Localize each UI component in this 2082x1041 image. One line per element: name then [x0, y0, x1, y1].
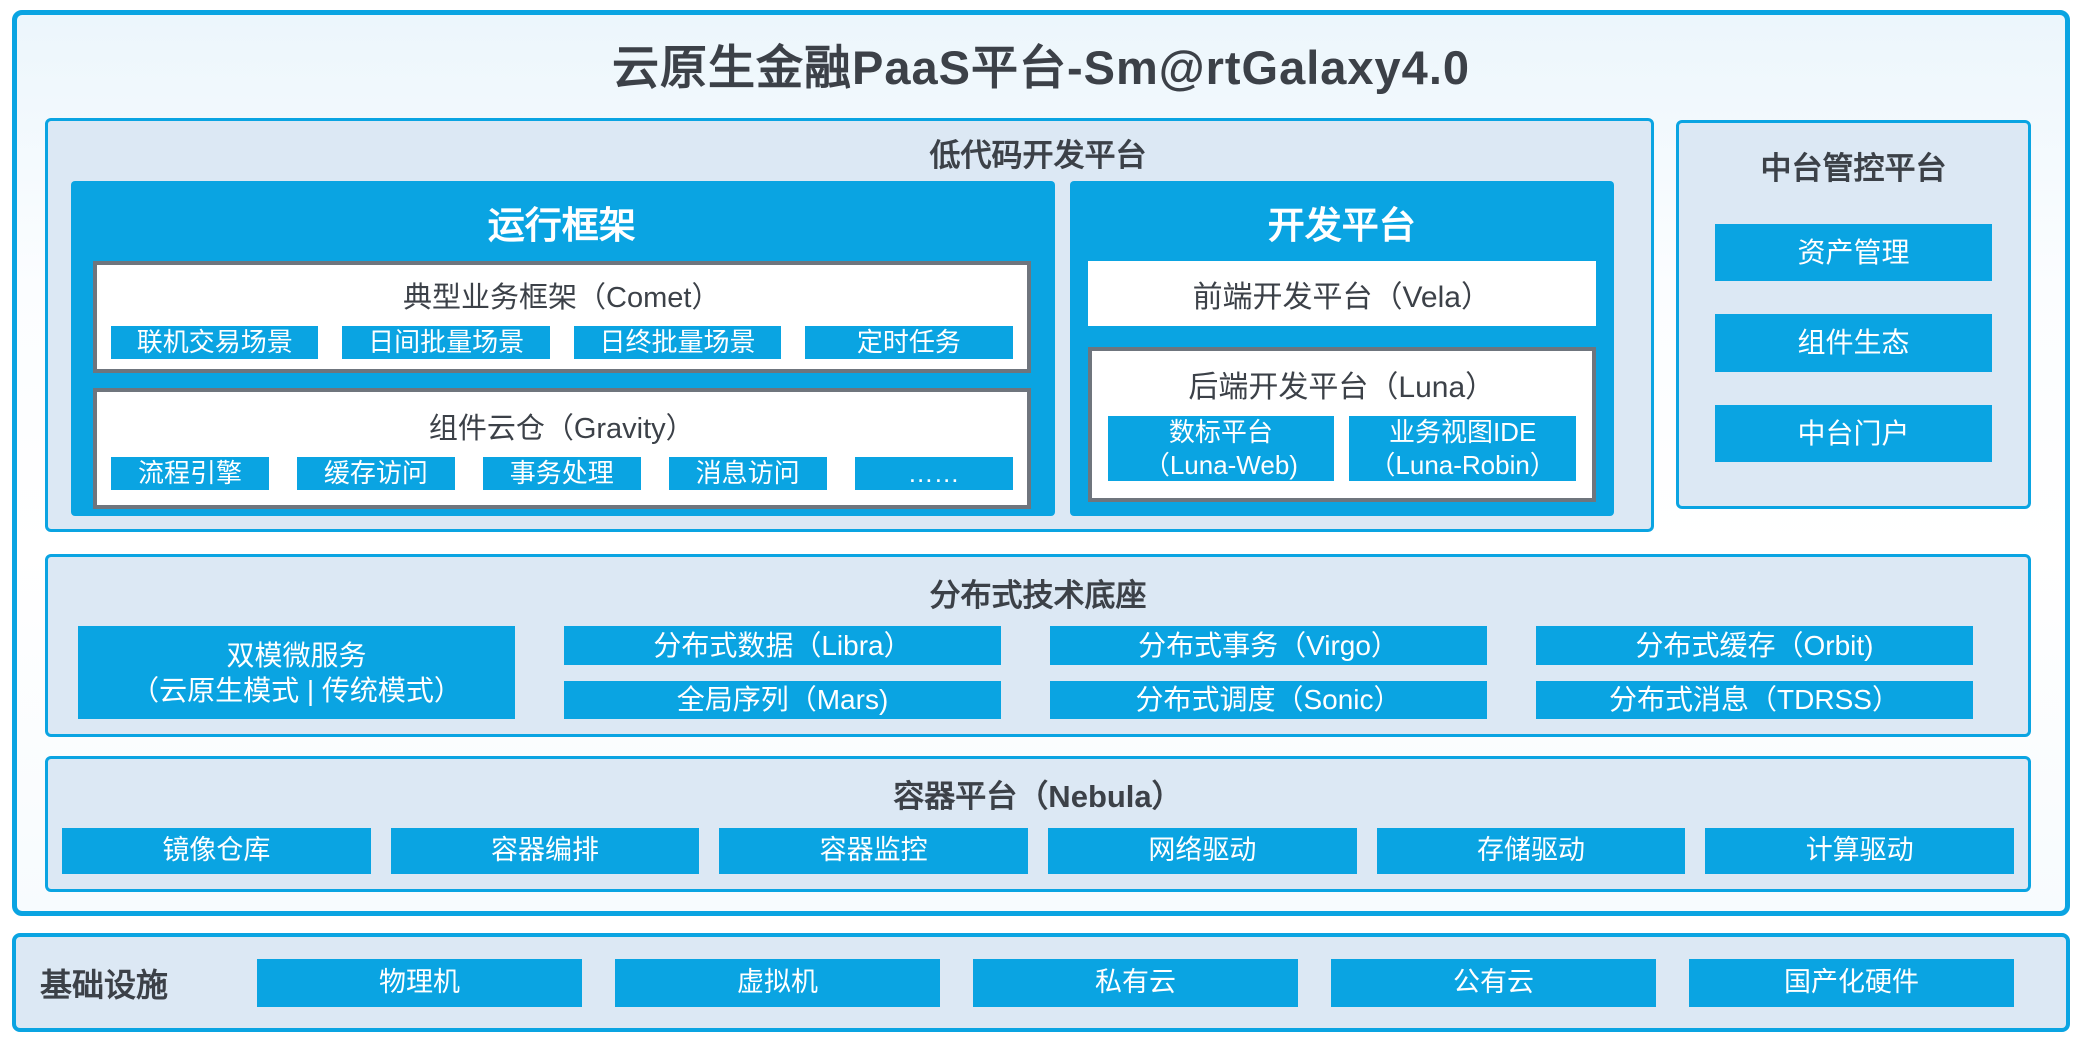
tile-virtual-machine: 虚拟机: [615, 958, 940, 1007]
infrastructure-tile-row: 物理机 虚拟机 私有云 公有云 国产化硬件: [257, 958, 2014, 1007]
gravity-tile-row: 流程引擎 缓存访问 事务处理 消息访问 ……: [111, 457, 1013, 490]
tile-container-monitoring: 容器监控: [719, 828, 1029, 874]
tile-public-cloud: 公有云: [1331, 958, 1656, 1007]
vela-frontend-box: 前端开发平台（Vela）: [1087, 261, 1596, 326]
tile-distributed-scheduling-sonic: 分布式调度（Sonic）: [1050, 680, 1487, 719]
tile-message-access: 消息访问: [668, 457, 827, 490]
tile-dual-mode-line2: （云原生模式 | 传统模式）: [131, 674, 462, 706]
tile-scheduled-task: 定时任务: [805, 326, 1013, 359]
gravity-warehouse-label: 组件云仓（Gravity）: [428, 413, 695, 445]
tile-compute-driver: 计算驱动: [1705, 828, 2015, 874]
dev-platform-panel: 开发平台 前端开发平台（Vela） 后端开发平台（Luna） 数标平台 （Lun…: [1069, 181, 1614, 516]
comet-framework-box: 典型业务框架（Comet） 联机交易场景 日间批量场景 日终批量场景 定时任务: [93, 261, 1031, 373]
midplatform-tile-column: 资产管理 组件生态 中台门户: [1715, 224, 1992, 462]
page-title: 云原生金融PaaS平台-Sm@rtGalaxy4.0: [611, 41, 1471, 94]
tile-luna-robin: 业务视图IDE （Luna-Robin）: [1349, 416, 1576, 481]
tile-private-cloud: 私有云: [973, 958, 1298, 1007]
tile-asset-management: 资产管理: [1715, 224, 1992, 282]
tile-daytime-batch: 日间批量场景: [342, 326, 550, 359]
tile-transaction-processing: 事务处理: [482, 457, 641, 490]
container-platform-title: 容器平台（Nebula）: [893, 779, 1183, 814]
tile-luna-robin-code: （Luna-Robin）: [1369, 449, 1556, 480]
tile-online-transaction: 联机交易场景: [111, 326, 319, 359]
comet-tile-row: 联机交易场景 日间批量场景 日终批量场景 定时任务: [111, 326, 1013, 359]
runtime-framework-title: 运行框架: [487, 205, 636, 246]
midplatform-management-title: 中台管控平台: [1760, 151, 1947, 186]
tile-luna-web-code: （Luna-Web): [1143, 449, 1298, 480]
container-platform-panel: 容器平台（Nebula） 镜像仓库 容器编排 容器监控 网络驱动 存储驱动 计算…: [45, 756, 2031, 892]
container-platform-tile-row: 镜像仓库 容器编排 容器监控 网络驱动 存储驱动 计算驱动: [48, 828, 2028, 889]
tile-storage-driver: 存储驱动: [1376, 828, 1686, 874]
main-architecture-container: 云原生金融PaaS平台-Sm@rtGalaxy4.0 低代码开发平台 运行框架 …: [12, 10, 2070, 916]
comet-framework-label: 典型业务框架（Comet）: [403, 282, 721, 314]
distributed-tech-base-title: 分布式技术底座: [929, 578, 1147, 613]
tile-physical-machine: 物理机: [257, 958, 582, 1007]
tile-container-orchestration: 容器编排: [390, 828, 700, 874]
dev-platform-title: 开发平台: [1267, 205, 1416, 246]
tile-distributed-message-tdrss: 分布式消息（TDRSS）: [1536, 680, 1973, 719]
luna-backend-box: 后端开发平台（Luna） 数标平台 （Luna-Web) 业务视图IDE （Lu…: [1087, 347, 1596, 502]
lowcode-platform-panel: 运行框架 典型业务框架（Comet） 联机交易场景 日间批量场景 日终批量场景 …: [45, 118, 1654, 532]
tile-ellipsis-more: ……: [854, 457, 1013, 490]
infrastructure-label: 基础设施: [40, 966, 169, 1003]
tile-component-ecosystem: 组件生态: [1715, 314, 1992, 372]
tile-distributed-data-libra: 分布式数据（Libra）: [564, 626, 1001, 665]
midplatform-management-panel: 中台管控平台 资产管理 组件生态 中台门户: [1676, 120, 2031, 509]
infrastructure-panel: 基础设施 物理机 虚拟机 私有云 公有云 国产化硬件: [12, 933, 2070, 1032]
tile-domestic-hardware: 国产化硬件: [1689, 958, 2014, 1007]
top-row: 低代码开发平台 运行框架 典型业务框架（Comet） 联机交易场景 日间批量场景…: [45, 118, 2031, 532]
tile-global-sequence-mars: 全局序列（Mars): [564, 680, 1001, 719]
tile-network-driver: 网络驱动: [1048, 828, 1357, 874]
tile-midplatform-portal: 中台门户: [1715, 404, 1992, 462]
distributed-tile-grid: 双模微服务 （云原生模式 | 传统模式） 分布式数据（Libra） 分布式事务（…: [48, 626, 2028, 734]
tile-cache-access: 缓存访问: [296, 457, 455, 490]
gravity-warehouse-box: 组件云仓（Gravity） 流程引擎 缓存访问 事务处理 消息访问 ……: [93, 388, 1031, 509]
tile-process-engine: 流程引擎: [111, 457, 269, 490]
tile-dual-mode-microservice: 双模微服务 （云原生模式 | 传统模式）: [78, 626, 515, 719]
distributed-tech-base-panel: 分布式技术底座 双模微服务 （云原生模式 | 传统模式） 分布式数据（Libra…: [45, 554, 2031, 737]
luna-backend-label: 后端开发平台（Luna）: [1188, 371, 1496, 404]
tile-image-registry: 镜像仓库: [62, 828, 371, 874]
luna-tile-row: 数标平台 （Luna-Web) 业务视图IDE （Luna-Robin）: [1107, 416, 1576, 481]
tile-luna-robin-name: 业务视图IDE: [1388, 417, 1537, 447]
tile-luna-web-name: 数标平台: [1168, 417, 1273, 447]
runtime-framework-panel: 运行框架 典型业务框架（Comet） 联机交易场景 日间批量场景 日终批量场景 …: [71, 181, 1055, 516]
tile-distributed-transaction-virgo: 分布式事务（Virgo）: [1050, 626, 1487, 665]
tile-luna-web: 数标平台 （Luna-Web): [1107, 416, 1335, 481]
tile-endofday-batch: 日终批量场景: [573, 326, 782, 359]
tile-dual-mode-line1: 双模微服务: [226, 639, 367, 671]
tile-distributed-cache-orbit: 分布式缓存（Orbit): [1536, 626, 1973, 665]
